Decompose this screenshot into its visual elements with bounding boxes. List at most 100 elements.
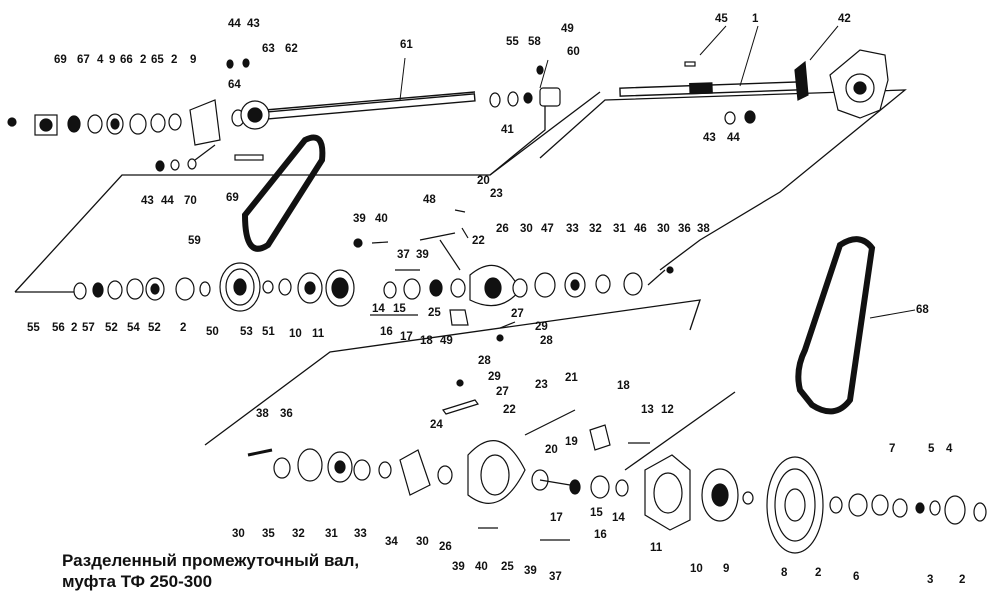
part-number-label: 43 xyxy=(703,132,716,144)
leader-lines xyxy=(399,25,916,319)
part-number-label: 49 xyxy=(561,23,574,35)
part-number-label: 63 xyxy=(262,43,275,55)
part-number-label: 52 xyxy=(148,322,161,334)
top-mid-parts xyxy=(489,61,756,125)
part-number-label: 70 xyxy=(184,195,197,207)
part-number-label: 54 xyxy=(127,322,140,334)
part-number-label: 59 xyxy=(188,235,201,247)
part-number-label: 22 xyxy=(503,404,516,416)
part-number-label: 2 xyxy=(959,574,965,586)
part-number-label: 12 xyxy=(661,404,674,416)
part-number-label: 27 xyxy=(496,386,509,398)
part-number-label: 1 xyxy=(752,13,759,25)
part-number-label: 29 xyxy=(535,321,548,333)
part-number-label: 52 xyxy=(105,322,118,334)
part-number-label: 30 xyxy=(416,536,429,548)
part-number-label: 51 xyxy=(262,326,275,338)
part-number-label: 2 xyxy=(71,322,77,334)
part-number-label: 39 xyxy=(524,565,537,577)
part-number-label: 30 xyxy=(657,223,670,235)
part-number-label: 9 xyxy=(723,563,729,575)
part-number-label: 17 xyxy=(550,512,563,524)
part-number-label: 2 xyxy=(815,567,821,579)
part-number-label: 46 xyxy=(634,223,647,235)
part-number-label: 39 xyxy=(353,213,366,225)
part-number-label: 22 xyxy=(472,235,485,247)
part-number-label: 26 xyxy=(439,541,452,553)
part-number-label: 55 xyxy=(27,322,40,334)
part-number-label: 8 xyxy=(781,567,788,579)
part-number-label: 3 xyxy=(927,574,933,586)
part-number-label: 9 xyxy=(190,54,196,66)
part-number-label: 4 xyxy=(97,54,104,66)
part-number-label: 15 xyxy=(393,303,406,315)
part-number-label: 33 xyxy=(354,528,367,540)
part-number-label: 60 xyxy=(567,46,580,58)
part-number-label: 35 xyxy=(262,528,275,540)
part-number-label: 58 xyxy=(528,36,541,48)
caption-line-2: муфта ТФ 250-300 xyxy=(62,572,213,591)
part-number-label: 28 xyxy=(478,355,491,367)
part-number-label: 50 xyxy=(206,326,219,338)
shaft-61 xyxy=(264,91,476,120)
part-number-label: 25 xyxy=(428,307,441,319)
part-number-label: 29 xyxy=(488,371,501,383)
part-number-label: 14 xyxy=(372,303,385,315)
part-number-label: 20 xyxy=(545,444,558,456)
part-number-label: 23 xyxy=(535,379,548,391)
part-number-label: 36 xyxy=(678,223,691,235)
part-number-label: 67 xyxy=(77,54,90,66)
part-number-label: 37 xyxy=(549,571,562,583)
part-number-label: 55 xyxy=(506,36,519,48)
part-number-label: 32 xyxy=(292,528,305,540)
part-number-label: 44 xyxy=(727,132,740,144)
part-number-label: 18 xyxy=(420,335,433,347)
part-number-label: 15 xyxy=(590,507,603,519)
part-number-label: 57 xyxy=(82,322,95,334)
part-number-label: 40 xyxy=(375,213,388,225)
part-number-label: 64 xyxy=(228,79,241,91)
belt-59 xyxy=(241,134,326,252)
part-number-label: 43 xyxy=(141,195,154,207)
part-number-label: 21 xyxy=(565,372,578,384)
part-number-label: 17 xyxy=(400,331,413,343)
part-number-label: 44 xyxy=(228,18,241,30)
part-number-labels: 44 43 69 67 4 9 66 2 65 2 9 63 62 64 61 … xyxy=(27,13,965,586)
part-number-label: 39 xyxy=(452,561,465,573)
part-number-label: 20 xyxy=(477,175,490,187)
part-number-label: 69 xyxy=(54,54,67,66)
part-number-label: 40 xyxy=(475,561,488,573)
part-number-label: 36 xyxy=(280,408,293,420)
part-number-label: 2 xyxy=(171,54,177,66)
frame-line-right xyxy=(539,89,907,271)
part-number-label: 42 xyxy=(838,13,851,25)
part-number-label: 16 xyxy=(380,326,393,338)
part-number-label: 11 xyxy=(312,328,325,340)
part-number-label: 10 xyxy=(289,328,302,340)
part-number-label: 5 xyxy=(928,443,935,455)
part-number-label: 39 xyxy=(416,249,429,261)
part-number-label: 30 xyxy=(232,528,245,540)
belt-68 xyxy=(795,236,876,415)
part-number-label: 24 xyxy=(430,419,443,431)
part-number-label: 7 xyxy=(889,443,895,455)
part-number-label: 69 xyxy=(226,192,239,204)
part-number-label: 4 xyxy=(946,443,953,455)
part-number-label: 23 xyxy=(490,188,503,200)
top-left-parts xyxy=(7,58,270,172)
diagram-caption: Разделенный промежуточный вал, муфта ТФ … xyxy=(62,550,359,592)
part-number-label: 11 xyxy=(650,542,663,554)
part-number-label: 31 xyxy=(613,223,626,235)
part-number-label: 14 xyxy=(612,512,625,524)
housing-42 xyxy=(794,49,889,119)
part-number-label: 38 xyxy=(697,223,710,235)
part-number-label: 43 xyxy=(247,18,260,30)
part-number-label: 45 xyxy=(715,13,728,25)
part-number-label: 13 xyxy=(641,404,654,416)
part-number-label: 10 xyxy=(690,563,703,575)
part-number-label: 28 xyxy=(540,335,553,347)
middle-row-parts xyxy=(73,209,674,342)
part-number-label: 47 xyxy=(541,223,554,235)
